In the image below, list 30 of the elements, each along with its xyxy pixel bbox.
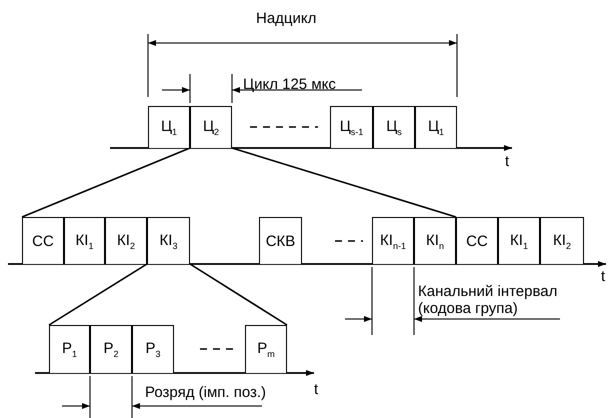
time-slot: КІ$_{n}$: [414, 217, 456, 264]
axis-label: t: [314, 381, 318, 398]
time-slot: СС: [456, 217, 498, 264]
zoom-line: [190, 263, 288, 326]
dimension-label: Надцикл: [256, 10, 316, 27]
dimension-label: Розряд (імп. поз.): [145, 384, 266, 401]
time-slot: КІ$_{n-1}$: [372, 217, 414, 264]
time-slot: Р$_{m}$: [245, 325, 287, 373]
zoom-line: [48, 263, 148, 326]
zoom-line: [22, 147, 190, 218]
time-slot: КІ$_{3}$: [147, 217, 190, 264]
time-slot: Р$_{2}$: [90, 325, 132, 373]
time-slot: КІ$_{1}$: [64, 217, 105, 264]
time-slot: СКВ: [259, 217, 302, 264]
time-slot: КІ$_{2}$: [540, 217, 584, 264]
time-slot: СС: [22, 217, 64, 264]
time-slot: КІ$_{2}$: [105, 217, 147, 264]
time-slot: Р$_{3}$: [132, 325, 174, 373]
dimension-label: Цикл 125 мкс: [243, 76, 336, 93]
zoom-line: [232, 147, 456, 218]
axis-label: t: [601, 268, 606, 285]
time-slot: Ц$_{2}$: [190, 106, 232, 148]
time-slot: Р$_{1}$: [49, 325, 90, 373]
time-slot: Ц$_{1}$: [148, 106, 190, 148]
dimension-label: Канальний інтервал (кодова група): [418, 283, 558, 317]
time-slot: Ц$_{s-1}$: [330, 106, 373, 148]
time-slot: Ц$_{1}$: [415, 106, 457, 148]
axis-label: t: [505, 153, 510, 170]
time-slot: КІ$_{1}$: [498, 217, 540, 264]
time-slot: Ц$_{s}$: [373, 106, 415, 148]
